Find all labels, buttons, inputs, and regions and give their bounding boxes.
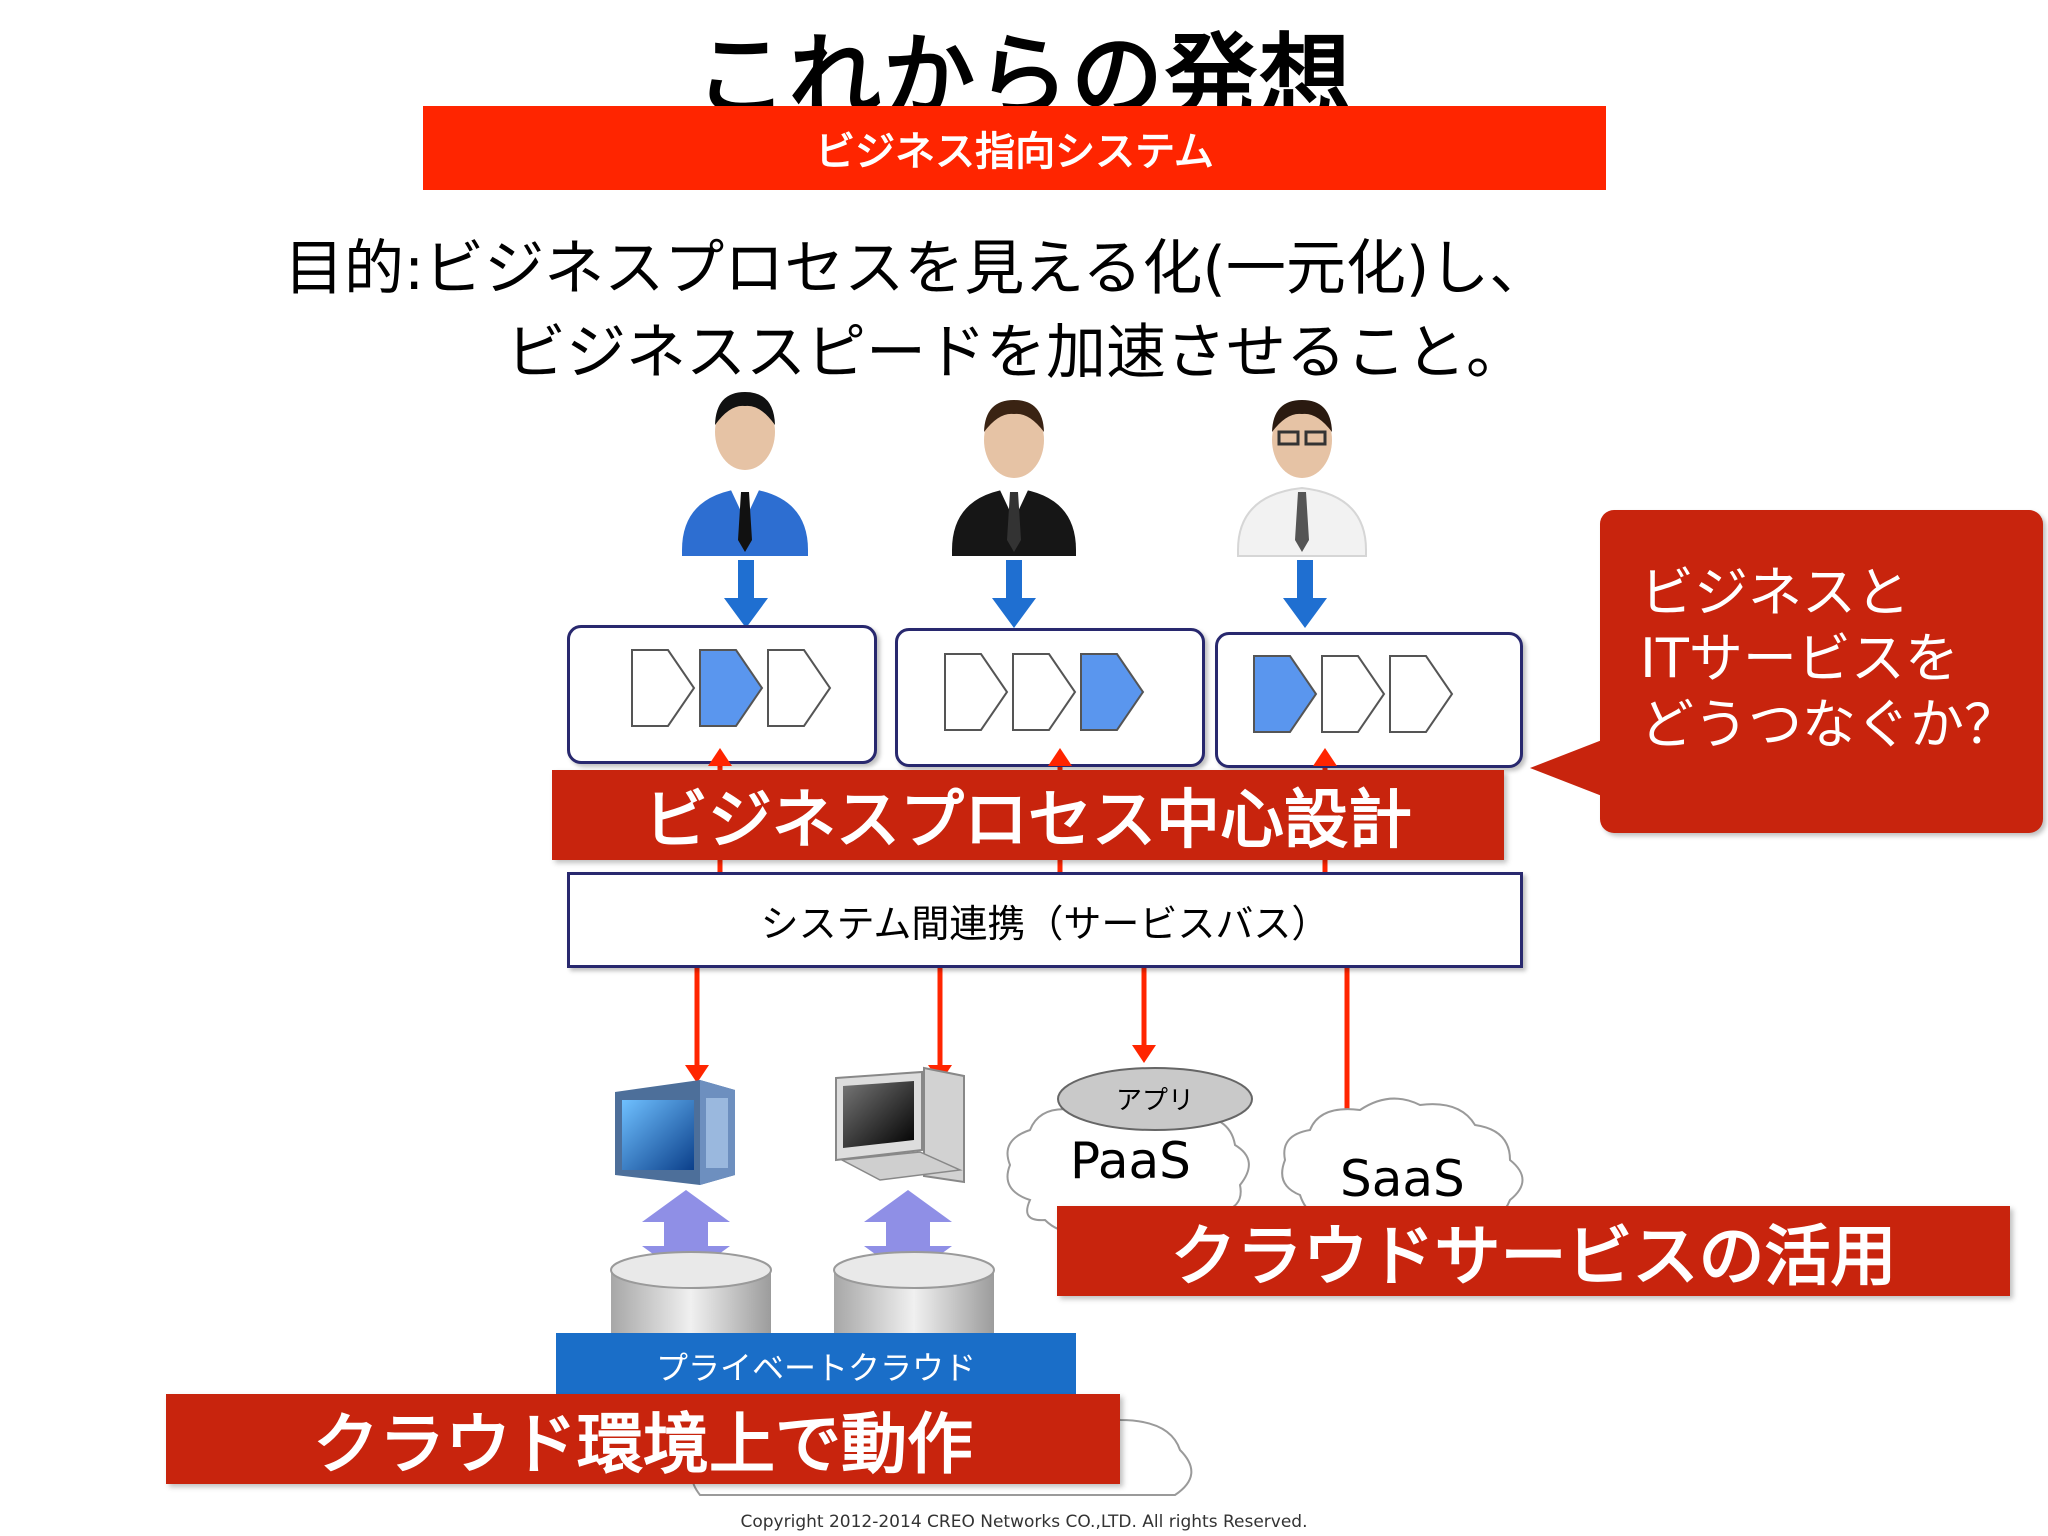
process-step-chevron	[699, 649, 764, 727]
process-step-chevron	[1253, 655, 1318, 733]
blue-down-arrow	[992, 560, 1036, 628]
process-step-chevron	[1012, 653, 1077, 731]
callout-line-2: ITサービスを	[1640, 627, 1959, 690]
callout-box	[1600, 510, 2043, 833]
process-step-chevron	[631, 649, 696, 727]
person-blue-suit-icon	[682, 392, 808, 556]
purpose-line-1: 目的:ビジネスプロセスを見える化(一元化)し、	[284, 234, 1550, 304]
red-arrow-tip	[1048, 748, 1072, 766]
callout-line-3: どうつなぐか？	[1640, 693, 2018, 756]
process-step-chevron	[1080, 653, 1145, 731]
process-step-chevron	[767, 649, 832, 727]
callout-tail	[1530, 740, 1602, 796]
app-ellipse	[1057, 1067, 1253, 1131]
blue-down-arrow	[1283, 560, 1327, 628]
database-icon	[610, 1251, 772, 1334]
workstation-icon	[835, 1066, 965, 1184]
paas-label: PaaS	[1070, 1132, 1191, 1190]
process-step-chevron	[944, 653, 1009, 731]
bpm-banner: ビジネスプロセス中心設計	[552, 770, 1504, 860]
copyright-footer: Copyright 2012-2014 CREO Networks CO.,LT…	[740, 1512, 1308, 1532]
private-cloud-bar: プライベートクラウド	[556, 1333, 1076, 1399]
database-icon	[833, 1251, 995, 1334]
cloud-service-banner: クラウドサービスの活用	[1057, 1206, 2010, 1296]
person-white-shirt-icon	[1237, 400, 1367, 557]
callout-line-1: ビジネスと	[1640, 561, 1910, 624]
server-icon	[615, 1080, 735, 1185]
red-arrow-tip	[1313, 748, 1337, 766]
app-label: アプリ	[1115, 1085, 1194, 1116]
callout-text: ビジネスと ITサービスを どうつなぐか？	[1640, 560, 2040, 758]
red-arrow-tip	[708, 748, 732, 766]
subtitle-bar: ビジネス指向システム	[423, 106, 1606, 190]
process-step-chevron	[1389, 655, 1454, 733]
blue-down-arrow	[724, 560, 768, 628]
cloud-environment-banner: クラウド環境上で動作	[166, 1394, 1120, 1484]
process-step-chevron	[1321, 655, 1386, 733]
saas-label: SaaS	[1340, 1150, 1465, 1208]
purpose-line-2: ビジネススピードを加速させること。	[506, 318, 1526, 388]
service-bus-box: システム間連携（サービスバス）	[567, 872, 1523, 968]
person-black-suit-icon	[952, 400, 1076, 556]
